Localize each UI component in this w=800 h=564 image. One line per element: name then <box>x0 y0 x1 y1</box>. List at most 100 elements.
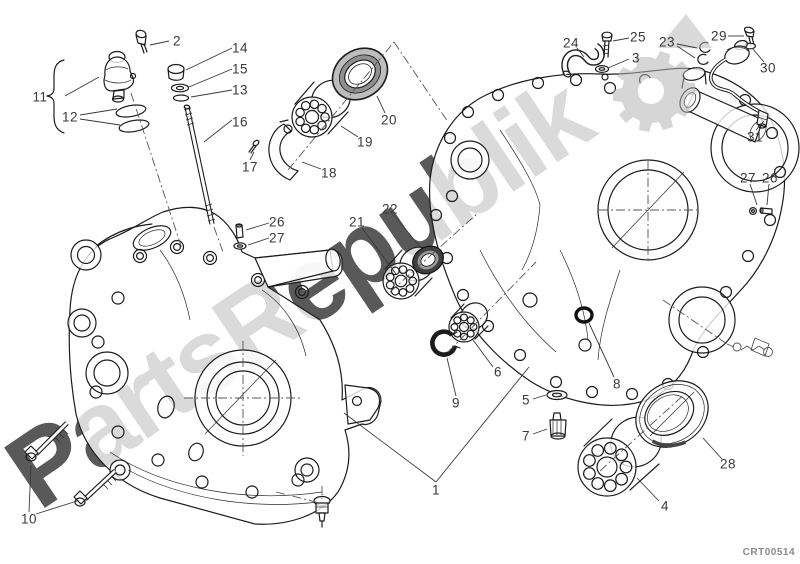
callout-label-19: 19 <box>356 134 374 150</box>
leader-line <box>245 222 270 231</box>
callout-label-10: 10 <box>20 511 38 527</box>
bearing-6 <box>448 302 489 343</box>
callout-label-23: 23 <box>658 34 676 50</box>
o-rings-12 <box>115 104 150 133</box>
leader-line <box>301 161 322 170</box>
leader-line <box>340 125 359 138</box>
leader-line <box>588 322 615 378</box>
o-ring-8 <box>574 306 594 324</box>
callout-label-18: 18 <box>320 165 338 181</box>
stud-16 <box>183 104 216 225</box>
axis-line <box>447 261 537 353</box>
axis-line <box>287 41 395 171</box>
callout-label-30: 30 <box>759 60 777 76</box>
leader-line <box>64 76 100 97</box>
callout-label-8: 8 <box>612 376 622 392</box>
callout-label-26: 26 <box>761 170 779 186</box>
callout-label-15: 15 <box>231 61 249 77</box>
leader-line <box>188 68 233 88</box>
axis-line <box>389 212 479 293</box>
hose-24 <box>561 42 605 78</box>
callout-label-11: 11 <box>32 89 48 105</box>
axis-line <box>599 390 689 472</box>
leader-line <box>472 339 494 368</box>
bolt-2 <box>135 29 148 54</box>
breather-valve-11 <box>103 50 137 103</box>
leader-line <box>343 412 437 483</box>
leader-line <box>676 45 696 59</box>
axis-line <box>275 491 317 503</box>
seal-22 <box>412 245 444 275</box>
callout-label-27: 27 <box>268 230 286 246</box>
leader-line <box>361 227 397 275</box>
callout-label-24: 24 <box>562 35 580 51</box>
pin-26-left <box>235 223 244 239</box>
leader-line <box>532 394 547 400</box>
bearing-race-20 <box>331 47 389 101</box>
leader-line <box>35 500 78 515</box>
axis-line <box>662 299 728 345</box>
nut-14 <box>167 63 185 81</box>
oil-sensor <box>313 495 331 528</box>
axis-line <box>213 226 224 253</box>
leader-line <box>249 151 255 161</box>
callout-label-28: 28 <box>719 456 737 472</box>
callout-label-16: 16 <box>231 114 249 130</box>
o-ring-13 <box>172 94 190 102</box>
callout-label-17: 17 <box>241 159 259 175</box>
plug-7 <box>549 412 567 440</box>
leader-line <box>751 47 765 63</box>
callout-label-31: 31 <box>746 129 764 145</box>
callout-label-9: 9 <box>451 395 461 411</box>
callout-label-12: 12 <box>61 109 79 125</box>
washer-27-right <box>748 207 757 216</box>
brace-11 <box>46 59 65 134</box>
diagram-code: CRT00514 <box>742 547 795 558</box>
leader-line <box>79 108 118 116</box>
callout-label-1: 1 <box>431 482 441 498</box>
callout-label-3: 3 <box>631 50 641 66</box>
leader-line <box>185 47 233 71</box>
leader-line <box>636 477 660 502</box>
callout-label-22: 22 <box>381 201 399 217</box>
callout-label-14: 14 <box>231 40 249 56</box>
leader-line <box>612 37 630 42</box>
cable-31 <box>709 57 769 129</box>
leader-line <box>755 120 765 131</box>
screw-17 <box>248 139 260 154</box>
leader-line <box>532 428 548 435</box>
washer-3 <box>594 64 610 73</box>
leader-line <box>576 47 585 58</box>
leader-line <box>607 58 630 69</box>
callout-label-26: 26 <box>268 214 286 230</box>
washer-27-left <box>233 242 247 250</box>
washer-5 <box>546 389 568 401</box>
callout-label-29: 29 <box>710 28 728 44</box>
callout-label-21: 21 <box>348 214 366 230</box>
leader-line <box>79 118 121 126</box>
leader-line <box>435 366 530 483</box>
sensor-30 <box>724 39 750 65</box>
leader-line <box>28 464 32 513</box>
leader-line <box>190 89 233 98</box>
leader-line <box>376 95 386 114</box>
leader-line <box>446 357 457 397</box>
callout-label-5: 5 <box>521 392 531 408</box>
callout-label-7: 7 <box>521 428 531 444</box>
axis-line <box>393 41 449 123</box>
axis-line <box>130 92 184 253</box>
circlip-9 <box>430 329 461 357</box>
washer-15 <box>170 83 190 93</box>
leader-line <box>676 43 698 49</box>
callout-label-20: 20 <box>380 112 398 128</box>
leader-line <box>149 40 170 46</box>
screw-25 <box>601 31 613 58</box>
callout-label-13: 13 <box>231 82 249 98</box>
pin-26-right <box>759 207 773 215</box>
leader-line <box>247 237 270 246</box>
callout-label-6: 6 <box>493 364 503 380</box>
leader-line <box>393 214 422 249</box>
